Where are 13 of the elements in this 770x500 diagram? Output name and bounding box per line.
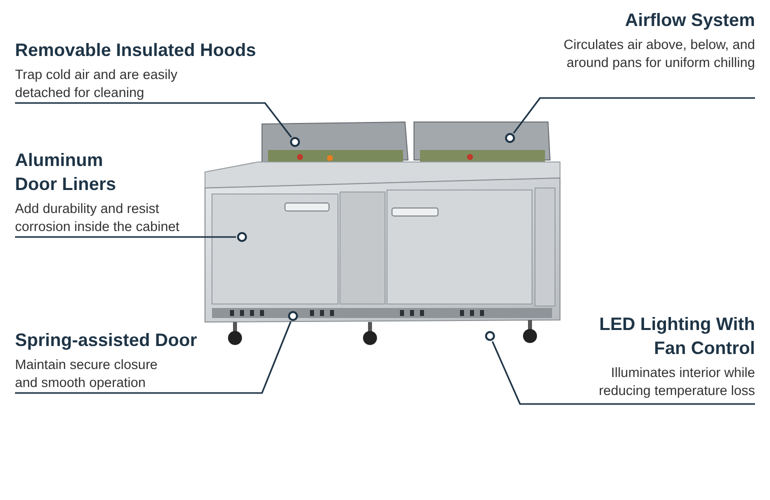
feature-heading: Removable Insulated Hoods bbox=[15, 39, 256, 62]
leader-line bbox=[15, 102, 292, 138]
leader-line bbox=[15, 236, 236, 238]
feature-heading: LED Lighting With Fan Control bbox=[598, 313, 755, 360]
feature-description: Illuminates interior while reducing temperature loss bbox=[598, 364, 755, 400]
feature-heading: Airflow System bbox=[624, 9, 755, 32]
feature-description: Trap cold air and are easily detached for cleaning bbox=[15, 66, 178, 102]
feature-heading: Spring-assisted Door bbox=[15, 329, 198, 352]
leader-line bbox=[492, 341, 755, 405]
feature-description: Maintain secure closure and smooth operation bbox=[15, 356, 159, 392]
feature-description: Circulates air above, below, and around pans for uniform chilling bbox=[562, 36, 755, 72]
feature-description: Add durability and resist corrosion inside the cabinet bbox=[15, 200, 180, 236]
feature-heading: Aluminum Door Liners bbox=[15, 149, 118, 196]
